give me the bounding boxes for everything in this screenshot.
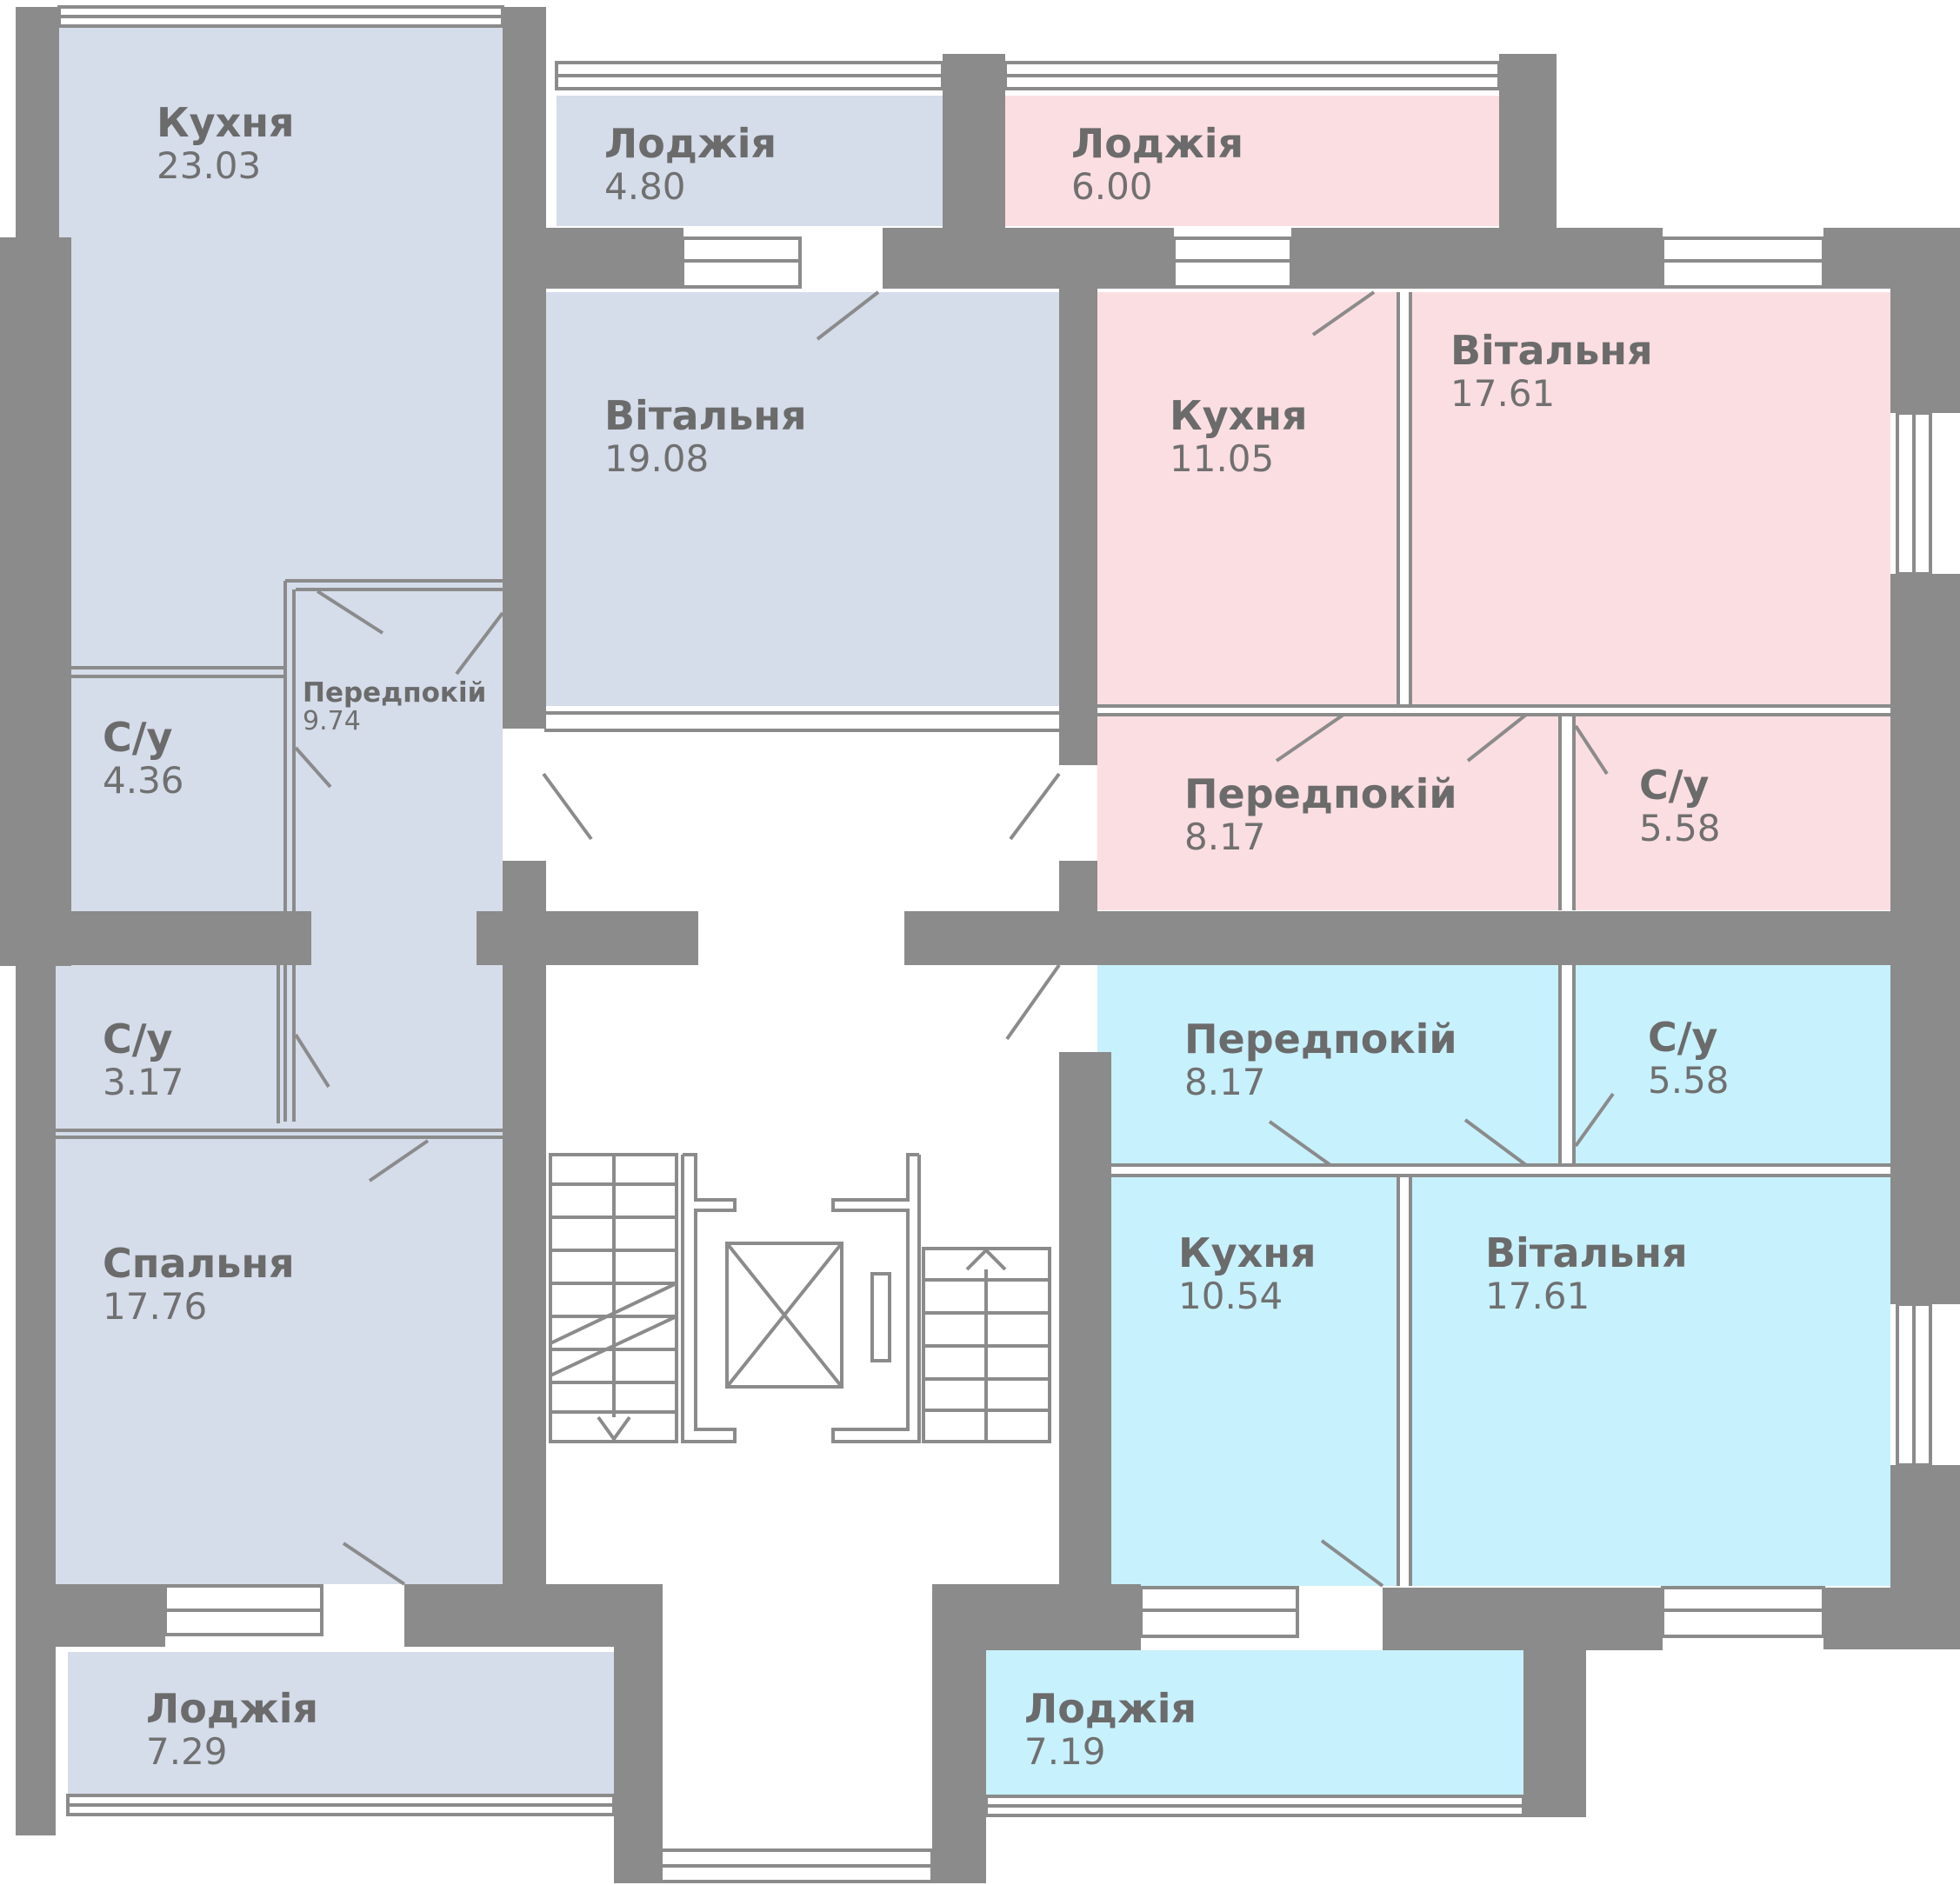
room-name: Передпокій: [1184, 770, 1457, 817]
room-label-a2-kitchen: Кухня 11.05: [1170, 396, 1308, 477]
room-fill-a1-bath2: [56, 965, 285, 1130]
windows: [57, 5, 1932, 1883]
room-area: 4.36: [103, 759, 184, 802]
room-name: Лоджія: [1071, 120, 1244, 167]
room-fill-a1-loggia-s: [68, 1652, 614, 1795]
room-area: 8.17: [1184, 1061, 1266, 1103]
room-label-a3-living: Вітальня 17.61: [1485, 1233, 1688, 1315]
room-name: Спальня: [103, 1240, 295, 1287]
room-name: Передпокій: [303, 677, 487, 709]
room-area: 10.54: [1178, 1275, 1283, 1317]
room-name: С/у: [103, 714, 173, 761]
room-fill-a2-living: [1410, 292, 1890, 704]
room-area: 19.08: [604, 437, 710, 480]
room-fill-a3-bath: [1574, 961, 1890, 1165]
room-label-a3-bath: С/у 5.58: [1648, 1017, 1730, 1099]
room-name: С/у: [1639, 762, 1710, 809]
apartment-1-fills: [56, 26, 1059, 1795]
room-name: Вітальня: [1485, 1229, 1688, 1276]
room-label-a3-kitchen: Кухня 10.54: [1178, 1233, 1317, 1315]
room-label-a1-bath2: С/у 3.17: [103, 1019, 184, 1101]
room-fill-a1-hall: [285, 583, 503, 1130]
room-label-a2-bath: С/у 5.58: [1639, 765, 1721, 847]
stair-core: [549, 1153, 1051, 1443]
room-label-a1-hall: Передпокій 9.74: [303, 680, 486, 735]
room-fill-a3-loggia: [986, 1650, 1523, 1796]
room-area: 11.05: [1170, 437, 1275, 480]
room-area: 23.03: [157, 144, 262, 187]
room-fill-a3-kitchen: [1111, 1176, 1398, 1586]
apartment-3-fills: [986, 961, 1890, 1796]
room-label-a1-bath1: С/у 4.36: [103, 717, 184, 799]
room-fill-a1-bath1: [59, 669, 285, 913]
room-name: Кухня: [1178, 1229, 1317, 1276]
room-name: Лоджія: [604, 120, 777, 167]
room-fill-a1-living: [544, 292, 1059, 706]
room-name: Вітальня: [604, 392, 807, 439]
room-name: Вітальня: [1450, 327, 1653, 374]
room-label-a1-kitchen: Кухня 23.03: [157, 103, 295, 184]
room-label-a2-living: Вітальня 17.61: [1450, 330, 1653, 412]
room-area: 17.61: [1450, 372, 1556, 415]
room-name: Лоджія: [146, 1685, 319, 1732]
room-label-a1-living: Вітальня 19.08: [604, 396, 807, 477]
room-area: 17.76: [103, 1285, 208, 1328]
room-area: 3.17: [103, 1061, 184, 1103]
room-label-a2-loggia: Лоджія 6.00: [1071, 123, 1243, 205]
room-name: С/у: [1648, 1014, 1718, 1061]
room-area: 5.58: [1639, 807, 1721, 849]
room-area: 9.74: [303, 706, 361, 736]
room-name: Передпокій: [1184, 1016, 1457, 1062]
walls: [0, 7, 1960, 1883]
room-area: 6.00: [1071, 165, 1153, 208]
room-fill-a3-living: [1410, 1176, 1890, 1586]
room-fill-a1-kitchen: [59, 26, 503, 669]
room-label-a1-bedroom: Спальня 17.76: [103, 1243, 295, 1325]
room-area: 5.58: [1648, 1059, 1730, 1102]
room-fill-a2-bath: [1574, 715, 1890, 910]
room-area: 7.29: [146, 1730, 228, 1773]
room-area: 4.80: [604, 165, 686, 208]
room-label-a1-loggia-n: Лоджія 4.80: [604, 123, 777, 205]
room-fill-a1-bedroom: [56, 1130, 503, 1584]
partitions: [56, 290, 1890, 1588]
room-name: Лоджія: [1024, 1685, 1197, 1732]
room-name: С/у: [103, 1016, 173, 1062]
room-area: 8.17: [1184, 816, 1266, 858]
room-area: 17.61: [1485, 1275, 1590, 1317]
room-area: 7.19: [1024, 1730, 1106, 1773]
room-name: Кухня: [157, 99, 295, 146]
room-label-a1-loggia-s: Лоджія 7.29: [146, 1689, 318, 1770]
room-label-a2-hall: Передпокій 8.17: [1184, 774, 1457, 856]
room-label-a3-loggia: Лоджія 7.19: [1024, 1689, 1197, 1770]
room-label-a3-hall: Передпокій 8.17: [1184, 1019, 1457, 1101]
elevator-panel: [870, 1272, 891, 1362]
room-fill-a2-loggia: [1005, 96, 1499, 226]
room-name: Кухня: [1170, 392, 1308, 439]
room-fill-a1-loggia-n: [557, 96, 943, 226]
room-fill-a2-kitchen: [1097, 292, 1398, 704]
